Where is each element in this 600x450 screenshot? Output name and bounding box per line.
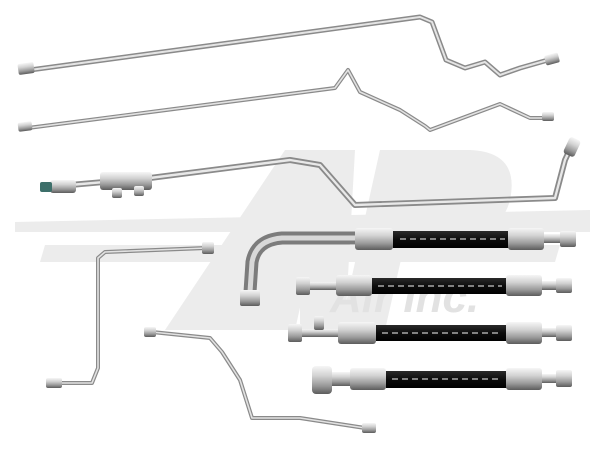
hose-nut — [296, 277, 310, 295]
crimp-ferrule — [338, 322, 376, 344]
hose-nut — [560, 231, 576, 247]
service-port — [112, 188, 122, 198]
short-line-bottom — [144, 327, 376, 433]
discharge-hose-with-elbow — [240, 228, 576, 306]
tube-nut — [17, 62, 35, 75]
elbow-nut — [240, 290, 260, 306]
hose-assembly-4 — [312, 366, 572, 394]
crimp-ferrule — [506, 275, 542, 296]
hose-assembly-2 — [296, 275, 572, 296]
tube-nut — [50, 180, 76, 193]
tube-nut — [17, 121, 33, 132]
tube-nut — [544, 52, 560, 66]
tube-nut — [202, 242, 214, 254]
long-line-second — [17, 68, 554, 132]
crimp-ferrule — [350, 368, 386, 390]
hose-nut — [556, 370, 572, 387]
hose-nut — [288, 324, 302, 342]
service-port — [314, 316, 324, 330]
tube-nut — [362, 423, 376, 433]
crimp-ferrule — [508, 228, 544, 250]
line-with-manifold — [40, 137, 581, 208]
hose-nut — [556, 325, 572, 341]
manifold-block — [100, 172, 152, 190]
hose-nut — [312, 366, 332, 394]
tube-nut — [563, 137, 581, 157]
service-port — [134, 186, 144, 196]
long-line-top — [17, 14, 560, 78]
hose-assembly-3 — [288, 316, 572, 344]
tube-nut — [46, 378, 62, 388]
tube-nut-teal — [40, 182, 52, 192]
watermark-letter-a-left — [165, 150, 335, 330]
tube-nut — [144, 327, 156, 337]
crimp-ferrule — [506, 322, 542, 344]
crimp-ferrule — [336, 275, 372, 296]
short-line-left — [46, 242, 214, 388]
crimp-ferrule — [355, 228, 393, 250]
hose-nut — [556, 278, 572, 293]
tube-nut — [542, 112, 554, 121]
crimp-ferrule — [506, 368, 542, 390]
